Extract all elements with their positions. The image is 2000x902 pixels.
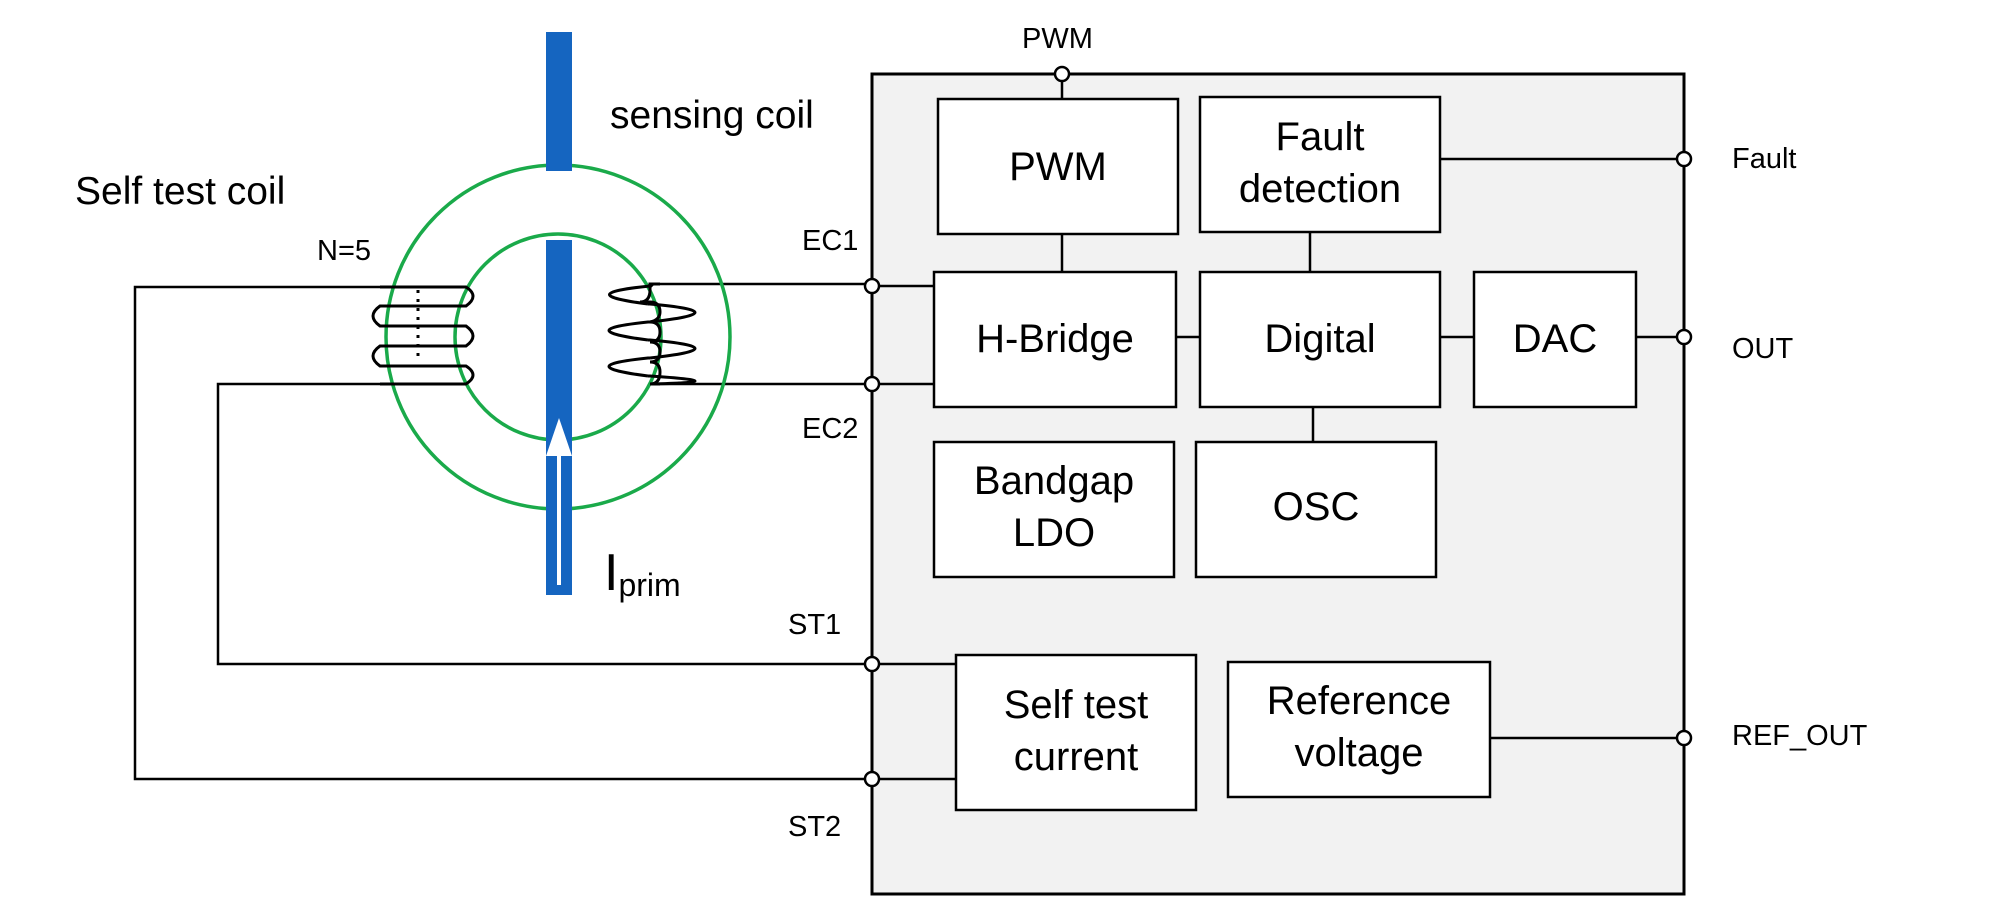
- pin-fault-label: Fault: [1732, 143, 1796, 175]
- pwm-block: PWM: [936, 97, 1180, 236]
- pin-st2-label: ST2: [788, 811, 841, 843]
- dac-label: DAC: [1513, 317, 1597, 361]
- osc-label: OSC: [1273, 485, 1360, 529]
- self-test-wiring: [133, 285, 872, 781]
- pin-out: [1675, 328, 1693, 346]
- pin-ec2-label: EC2: [802, 413, 858, 445]
- pwm-block-label: PWM: [1009, 145, 1107, 189]
- fault-detection-label-1: Fault: [1276, 115, 1365, 159]
- fault-detection-label-2: detection: [1239, 167, 1401, 211]
- self-test-current-label-1: Self test: [1004, 683, 1149, 727]
- reference-voltage-block: Reference voltage: [1226, 660, 1492, 799]
- iprim-label: Iprim: [604, 544, 681, 603]
- pin-ec1: [863, 277, 881, 295]
- pin-ec1-label: EC1: [802, 225, 858, 257]
- fault-detection-block: Fault detection: [1198, 95, 1442, 234]
- bandgap-ldo-label-1: Bandgap: [974, 459, 1134, 503]
- osc-block: OSC: [1194, 440, 1438, 579]
- pin-ref-out-label: REF_OUT: [1732, 720, 1868, 752]
- dac-block: DAC: [1472, 270, 1638, 409]
- self-test-current-label-2: current: [1014, 735, 1139, 779]
- turns-label: N=5: [317, 235, 371, 267]
- reference-voltage-label-2: voltage: [1295, 731, 1424, 775]
- pin-ec2: [863, 375, 881, 393]
- pin-fault: [1675, 150, 1693, 168]
- pin-pwm-label: PWM: [1022, 23, 1093, 55]
- pin-ref-out: [1675, 729, 1693, 747]
- pin-pwm: [1053, 65, 1071, 83]
- current-arrow-icon: [546, 418, 572, 585]
- bandgap-ldo-block: Bandgap LDO: [932, 440, 1176, 579]
- pin-st1-label: ST1: [788, 609, 841, 641]
- pin-st2: [863, 770, 881, 788]
- sense-wiring: [660, 282, 872, 386]
- bandgap-ldo-label-2: LDO: [1013, 511, 1095, 555]
- iprim-main: I: [604, 544, 618, 602]
- self-test-current-block: Self test current: [954, 653, 1198, 812]
- h-bridge-label: H-Bridge: [976, 317, 1134, 361]
- self-test-coil-label: Self test coil: [75, 170, 285, 213]
- pin-out-label: OUT: [1732, 333, 1794, 365]
- digital-label: Digital: [1264, 317, 1375, 361]
- sensing-coil-label: sensing coil: [610, 94, 814, 137]
- digital-block: Digital: [1198, 270, 1442, 409]
- iprim-subscript: prim: [618, 567, 680, 603]
- self-test-coil-winding: [371, 285, 475, 386]
- primary-conductor-top: [546, 32, 572, 171]
- h-bridge-block: H-Bridge: [932, 270, 1178, 409]
- reference-voltage-label-1: Reference: [1267, 679, 1452, 723]
- pin-st1: [863, 655, 881, 673]
- sensing-coil-winding: [607, 282, 697, 386]
